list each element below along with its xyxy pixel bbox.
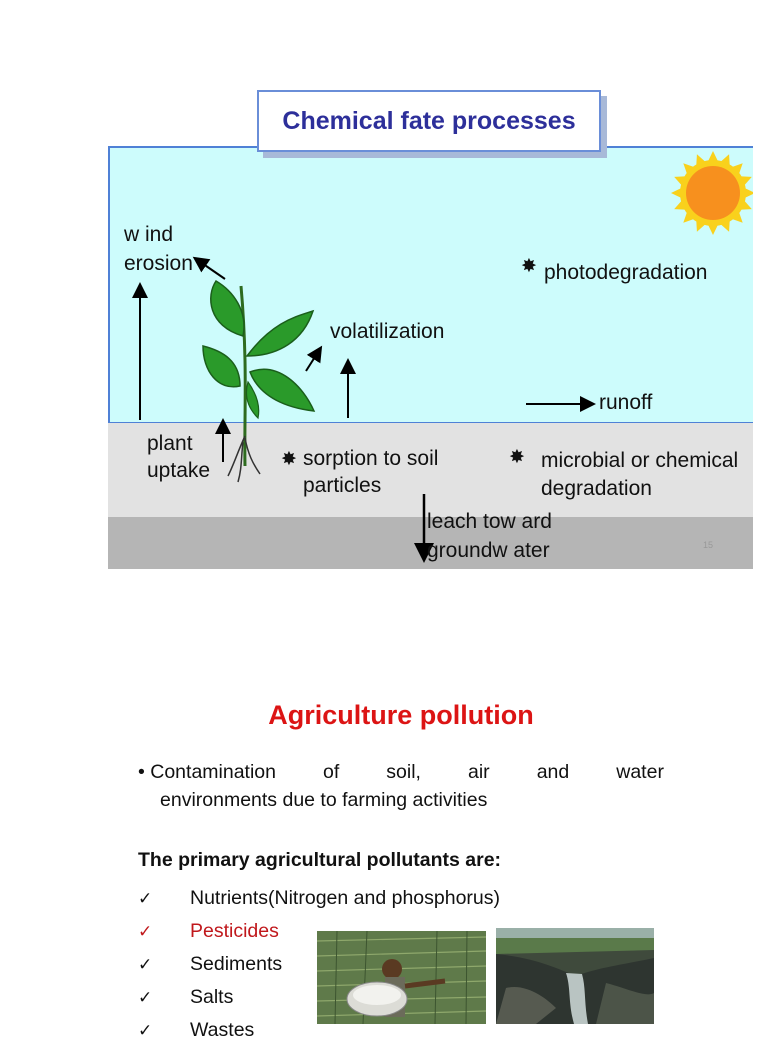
sun-ray (707, 223, 719, 235)
sun-ray (707, 151, 719, 163)
diagram-title-box: Chemical fate processes (257, 90, 601, 152)
checkmark-icon: ✓ (138, 987, 153, 1008)
sun-ray (730, 163, 743, 176)
microbial-star-icon: ✸ (509, 447, 525, 468)
pollutant-checklist: ✓ Nutrients(Nitrogen and phosphorus) ✓ P… (138, 882, 500, 1047)
photodegradation-label: photodegradation (544, 261, 708, 284)
checkmark-icon: ✓ (138, 954, 153, 975)
bullet-word: soil, (386, 761, 421, 783)
bullet-word: of (323, 761, 340, 783)
volatilization-label: volatilization (330, 320, 445, 343)
sorption-label-2: particles (303, 474, 382, 497)
soil-erosion-photo (496, 928, 654, 1024)
checkmark-icon: ✓ (138, 888, 153, 909)
plant-icon (202, 279, 316, 483)
sorption-label-1: sorption to soil (303, 447, 439, 470)
plant-uptake-label-1: plant (147, 432, 193, 455)
soil-region (108, 423, 753, 517)
process-arrows (132, 256, 596, 563)
farmer-spraying-photo (317, 931, 486, 1024)
sorption-star-icon: ✸ (281, 449, 297, 470)
sun-ray (683, 163, 696, 176)
sun-ray (730, 210, 743, 223)
diagram-title: Chemical fate processes (282, 106, 576, 135)
list-item-label: Nutrients(Nitrogen and phosphorus) (190, 887, 501, 909)
sun-ray (683, 210, 696, 223)
bullet-word: • Contamination (138, 761, 276, 783)
slide2-title: Agriculture pollution (268, 700, 534, 730)
list-item-label: Pesticides (190, 920, 279, 942)
wind-erosion-label-2: erosion (124, 252, 193, 275)
checkmark-icon: ✓ (138, 921, 153, 942)
bullet-word: water (616, 761, 664, 783)
slide-number: 15 (703, 540, 714, 550)
bullet-line-2: environments due to farming activities (160, 789, 488, 811)
erosion-diagonal-arrow (192, 256, 226, 280)
runoff-label: runoff (599, 391, 653, 414)
bullet-word: air (468, 761, 490, 783)
bullet-word: and (536, 761, 570, 783)
list-item: ✓ Nutrients(Nitrogen and phosphorus) (138, 882, 500, 915)
microbial-label-1: microbial or chemical (541, 449, 739, 472)
bullet-paragraph: • Contamination of soil, air and water e… (138, 758, 664, 814)
list-item: ✓ Pesticides (138, 915, 500, 948)
leach-label-2: groundw ater (427, 539, 550, 562)
volatilization-diagonal-arrow (305, 345, 323, 372)
plant-uptake-label-2: uptake (147, 459, 211, 482)
list-item: ✓ Salts (138, 981, 500, 1014)
list-item-label: Wastes (190, 1019, 255, 1041)
primary-pollutants-heading: The primary agricultural pollutants are: (138, 849, 502, 871)
wind-erosion-label-1: w ind (124, 223, 174, 246)
list-item: ✓ Sediments (138, 948, 500, 981)
list-item-label: Sediments (190, 953, 283, 975)
chemical-fate-diagram: w ind erosion ✸ photodegradation volatil… (108, 146, 753, 569)
list-item-label: Salts (190, 986, 234, 1008)
photodegradation-star-icon: ✸ (521, 256, 537, 277)
sun-ray (671, 187, 683, 199)
microbial-label-2: degradation (541, 477, 652, 500)
leach-label-1: leach tow ard (427, 510, 552, 533)
bullet-line-1: • Contamination of soil, air and water (138, 758, 664, 786)
sun-icon (671, 151, 753, 235)
